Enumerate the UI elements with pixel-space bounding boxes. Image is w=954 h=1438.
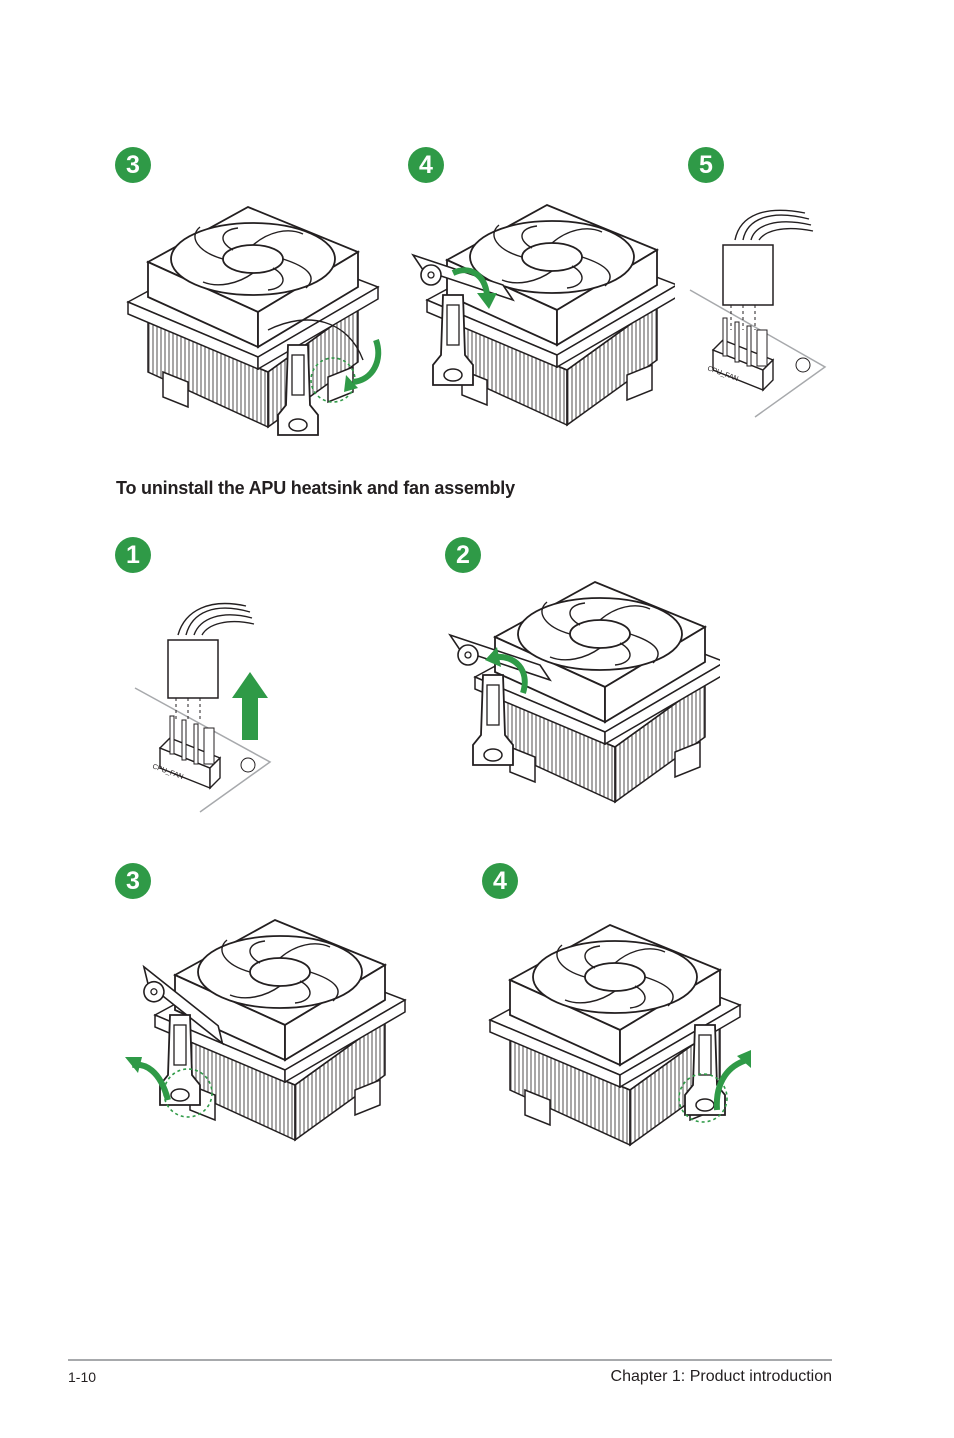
step-badge-uninstall-2: 2 [445, 537, 481, 573]
lift-arrow-icon [494, 653, 528, 694]
page-number: 1-10 [68, 1369, 97, 1385]
uninstall-step-3-illustration [120, 905, 420, 1165]
step-badge-uninstall-4: 4 [482, 863, 518, 899]
step-badge-uninstall-3: 3 [115, 863, 151, 899]
install-step-3-illustration [118, 200, 398, 445]
uninstall-step-2-illustration [445, 575, 720, 825]
install-step-5-illustration: CPU_FAN [685, 195, 835, 425]
rotate-arrow-icon [352, 339, 382, 385]
pull-up-arrow-icon [232, 672, 268, 740]
footer-rule [68, 1359, 832, 1361]
step-badge-uninstall-1: 1 [115, 537, 151, 573]
chapter-title: Chapter 1: Product introduction [610, 1368, 832, 1385]
push-down-arrow-icon [451, 267, 490, 296]
uninstall-heading: To uninstall the APU heatsink and fan as… [116, 478, 515, 498]
step-badge-install-3: 3 [115, 147, 151, 183]
uninstall-step-4-illustration [485, 910, 765, 1160]
step-badge-install-4: 4 [408, 147, 444, 183]
step-badge-install-5: 5 [688, 147, 724, 183]
highlight-circle [678, 1073, 728, 1123]
uninstall-step-1-illustration: CPU_FAN [130, 590, 280, 820]
install-step-4-illustration [405, 195, 675, 445]
unhook-arrow-icon [713, 1057, 748, 1111]
